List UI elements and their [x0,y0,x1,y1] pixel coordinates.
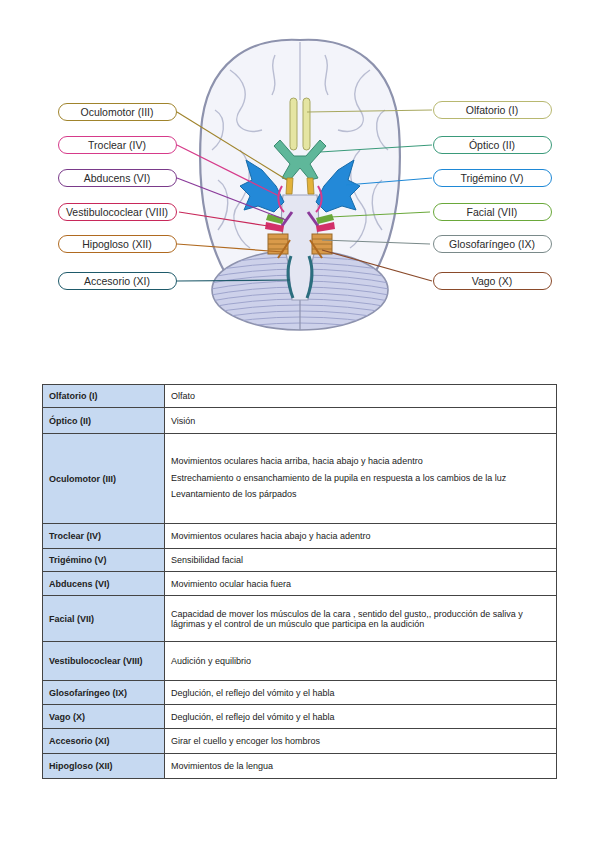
function-text: Capacidad de mover los músculos de la ca… [171,609,523,629]
nerve-label: Trigémino (V) [433,169,552,187]
function-cell: Visión [165,408,557,434]
nerve-name: Trigémino (V) [460,173,523,184]
function-text: Movimientos de la lengua [171,761,273,771]
header-cell: Trigémino (V) [43,549,165,572]
nerve-name-cell: Abducens (VI) [49,579,110,589]
leader-lines [177,110,432,281]
table-row: Facial (VII) Capacidad de mover los múscu… [43,596,557,642]
olfactory-nerve [290,98,310,150]
function-text: Olfato [171,391,195,401]
header-cell: Facial (VII) [43,596,165,642]
optic-nerve [274,140,326,180]
table-row: Óptico (II) Visión [43,408,557,434]
nerve-name-cell: Olfatorio (I) [49,391,98,401]
nerve-name-cell: Troclear (IV) [49,531,101,541]
function-cell: Sensibilidad facial [165,549,557,572]
nerve-label: Vago (X) [433,272,552,290]
function-text: Movimientos oculares hacia abajo y hacia… [171,531,371,541]
function-text: Deglución, el reflejo del vómito y el ha… [171,688,335,698]
table-row: Trigémino (V) Sensibilidad facial [43,549,557,572]
nerve-label: Facial (VII) [433,203,552,221]
nerve-name-cell: Facial (VII) [49,614,94,624]
table-row: Olfatorio (I) Olfato [43,385,557,408]
nerve-name: Óptico (II) [469,140,515,151]
oculomotor-nerve [286,178,293,194]
table-row: Oculomotor (III) Movimientos oculares hac… [43,434,557,524]
trochlear-nerve [278,186,284,212]
function-text: Deglución, el reflejo del vómito y el ha… [171,712,335,722]
function-cell: Deglución, el reflejo del vómito y el ha… [165,705,557,729]
nerve-name: Facial (VII) [467,207,518,218]
nerve-name-cell: Glosofaríngeo (IX) [49,688,127,698]
function-cell: Audición y equilibrio [165,642,557,681]
nerve-name-cell: Accesorio (XI) [49,736,110,746]
function-cell: Movimientos oculares hacia arriba, hacia… [165,434,557,524]
nerve-table: Olfatorio (I) OlfatoÓptico (II) VisiónOcul… [42,384,557,779]
function-text: Girar el cuello y encoger los hombros [171,736,320,746]
header-cell: Oculomotor (III) [43,434,165,524]
function-text: Movimiento ocular hacia fuera [171,579,291,589]
function-text: Estrechamiento o ensanchamiento de la pu… [171,473,550,485]
nerve-name-cell: Óptico (II) [49,416,91,426]
nerve-name: Abducens (VI) [84,173,151,184]
nerve-label: Troclear (IV) [58,136,177,154]
nerve-name: Vago (X) [472,276,513,287]
nerve-name: Accesorio (XI) [84,276,150,287]
nerve-name-cell: Oculomotor (III) [49,474,116,484]
nerve-label: Accesorio (XI) [58,272,177,290]
nerve-name: Glosofaríngeo (IX) [449,239,535,250]
function-cell: Olfato [165,385,557,408]
nerve-label: Oculomotor (III) [58,103,177,121]
table-row: Glosofaríngeo (IX) Deglución, el reflejo … [43,681,557,705]
nerve-label: Abducens (VI) [58,169,177,187]
nerve-name-cell: Hipogloso (XII) [49,761,113,771]
header-cell: Troclear (IV) [43,524,165,549]
header-cell: Abducens (VI) [43,572,165,596]
function-text: Visión [171,416,195,426]
nerve-name: Vestibulococlear (VIII) [66,207,168,218]
nerve-label: Vestibulococlear (VIII) [58,203,177,221]
vestibulocochlear-nerve [265,222,284,232]
table-row: Accesorio (XI) Girar el cuello y encoger … [43,729,557,754]
function-cell: Capacidad de mover los músculos de la ca… [165,596,557,642]
table-row: Troclear (IV) Movimientos oculares hacia … [43,524,557,549]
header-cell: Hipogloso (XII) [43,754,165,779]
nerve-name: Hipogloso (XII) [82,239,151,250]
function-cell: Movimientos oculares hacia abajo y hacia… [165,524,557,549]
table-row: Hipogloso (XII) Movimientos de la lengua [43,754,557,779]
accessory-nerve [288,256,293,298]
function-text: Audición y equilibrio [171,656,251,666]
nerve-label: Olfatorio (I) [433,101,552,119]
function-text: Levantamiento de los párpados [171,489,550,501]
nerve-name: Olfatorio (I) [466,105,519,116]
header-cell: Vestibulococlear (VIII) [43,642,165,681]
hypoglossal-nerve [278,240,290,258]
nerve-label: Glosofaríngeo (IX) [433,235,552,253]
nerve-label: Hipogloso (XII) [58,235,177,253]
nerve-name-cell: Vago (X) [49,712,85,722]
function-cell: Movimientos de la lengua [165,754,557,779]
function-text: Sensibilidad facial [171,555,243,565]
nerve-name: Troclear (IV) [88,140,146,151]
nerve-label: Óptico (II) [433,136,552,154]
function-cell: Deglución, el reflejo del vómito y el ha… [165,681,557,705]
table-row: Vago (X) Deglución, el reflejo del vómito… [43,705,557,729]
table-row: Vestibulococlear (VIII) Audición y equili… [43,642,557,681]
nerve-name-cell: Trigémino (V) [49,555,107,565]
nerve-name: Oculomotor (III) [81,107,154,118]
header-cell: Olfatorio (I) [43,385,165,408]
table-row: Abducens (VI) Movimiento ocular hacia fue… [43,572,557,596]
function-text: Movimientos oculares hacia arriba, hacia… [171,456,550,468]
header-cell: Óptico (II) [43,408,165,434]
function-cell: Girar el cuello y encoger los hombros [165,729,557,754]
header-cell: Accesorio (XI) [43,729,165,754]
label-layer: Oculomotor (III) Olfatorio (I) Troclear (I… [0,0,600,360]
header-cell: Glosofaríngeo (IX) [43,681,165,705]
nerve-name-cell: Vestibulococlear (VIII) [49,656,143,666]
header-cell: Vago (X) [43,705,165,729]
function-cell: Movimiento ocular hacia fuera [165,572,557,596]
